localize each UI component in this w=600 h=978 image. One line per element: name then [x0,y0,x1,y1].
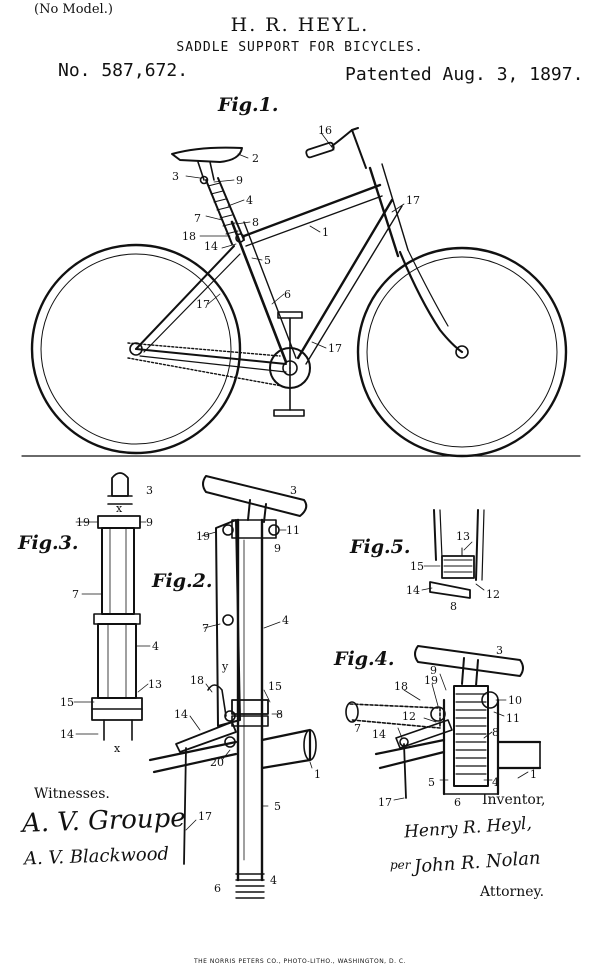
inventor-name: H. R. HEYL. [230,14,370,36]
per-text: per [390,858,411,872]
patent-title: SADDLE SUPPORT FOR BICYCLES. [176,40,424,55]
fig5-drawing [421,509,485,599]
ref-numeral: 11 [286,524,300,537]
ref-numeral: 3 [146,484,153,497]
ref-numeral: 3 [496,644,503,657]
ref-numeral: 8 [450,600,457,613]
fig1-label: Fig.1. [218,94,279,116]
ref-numeral: 8 [492,726,499,739]
patented-date: Patented Aug. 3, 1897. [345,64,584,85]
ref-numeral: 18 [394,680,408,693]
attorney-label: Attorney. [480,884,545,900]
ref-numeral: 4 [152,640,159,653]
ref-numeral: 5 [274,800,281,813]
ref-numeral: 20 [210,756,224,769]
fig4-refs: 3 9 18 19 10 11 12 8 7 14 5 4 1 6 17 [354,644,537,809]
ref-numeral: 17 [198,810,212,823]
ref-numeral: x [114,742,121,755]
ref-numeral: 4 [270,874,277,887]
patent-number: No. 587,672. [58,60,189,81]
fig1-bicycle [21,127,581,458]
ref-numeral: x [116,502,123,515]
ref-numeral: 2 [252,152,259,165]
ref-numeral: 5 [264,254,271,267]
ref-numeral: 17 [378,796,392,809]
ref-numeral: 14 [406,584,420,597]
ref-numeral: 12 [486,588,500,601]
ref-numeral: 13 [456,530,470,543]
ref-numeral: 7 [354,722,361,735]
fig2-refs: 3 19 11 9 7 4 y 18 15 14 8 20 1 5 17 6 4 [174,484,321,895]
ref-numeral: 4 [492,776,499,789]
ref-numeral: 14 [60,728,74,741]
ref-numeral: 1 [314,768,321,781]
ref-numeral: 9 [146,516,153,529]
ref-numeral: 14 [174,708,188,721]
ref-numeral: 17 [196,298,210,311]
ref-numeral: 17 [406,194,420,207]
witnesses-label: Witnesses. [34,786,110,802]
ref-numeral: 4 [246,194,253,207]
fig4-label: Fig.4. [334,648,395,670]
fig1-refs: 16 2 3 9 4 7 8 17 18 14 1 5 6 17 17 [172,124,420,355]
ref-numeral: 5 [428,776,435,789]
ref-numeral: 3 [290,484,297,497]
ref-numeral: 9 [430,664,437,677]
ref-numeral: 15 [60,696,74,709]
inventor-label: Inventor, [482,792,546,808]
fig4-drawing [345,645,542,801]
model-note: (No Model.) [34,2,113,17]
fig3-refs: 3 x 19 9 7 4 15 13 14 x [60,484,162,755]
fig5-label: Fig.5. [350,536,411,558]
printer-credit: THE NORRIS PETERS CO., PHOTO-LITHO., WAS… [193,958,407,965]
ref-numeral: 7 [72,588,79,601]
fig3-drawing [73,472,151,741]
ref-numeral: 7 [194,212,201,225]
ref-numeral: 8 [276,708,283,721]
fig5-refs: 13 15 14 8 12 [406,530,500,613]
ref-numeral: 18 [190,674,204,687]
ref-numeral: 16 [318,124,332,137]
ref-numeral: 12 [402,710,416,723]
ref-numeral: 19 [196,530,210,543]
ref-numeral: 6 [454,796,461,809]
witness-signature-1: A. V. Groupe [21,803,187,839]
ref-numeral: 9 [236,174,243,187]
ref-numeral: 15 [410,560,424,573]
ref-numeral: 18 [182,230,196,243]
fig3-label: Fig.3. [18,532,79,554]
ref-numeral: 7 [202,622,209,635]
ref-numeral: 1 [530,768,537,781]
fig2-label: Fig.2. [152,570,213,592]
ref-numeral: 10 [508,694,522,707]
ref-numeral: 17 [328,342,342,355]
ref-numeral: 15 [268,680,282,693]
ref-numeral: 14 [204,240,218,253]
ref-numeral: 6 [284,288,291,301]
ref-numeral: 6 [214,882,221,895]
fig2-drawing [148,475,317,899]
ref-numeral: 4 [282,614,289,627]
ref-numeral: 14 [372,728,386,741]
ref-numeral: 8 [252,216,259,229]
ref-numeral: 1 [322,226,329,239]
ref-numeral: 3 [172,170,179,183]
ref-numeral: 19 [76,516,90,529]
ref-numeral: 11 [506,712,520,725]
ref-numeral: 13 [148,678,162,691]
ref-numeral: 19 [424,674,438,687]
ref-numeral: y [221,660,229,673]
ref-numeral: 9 [274,542,281,555]
